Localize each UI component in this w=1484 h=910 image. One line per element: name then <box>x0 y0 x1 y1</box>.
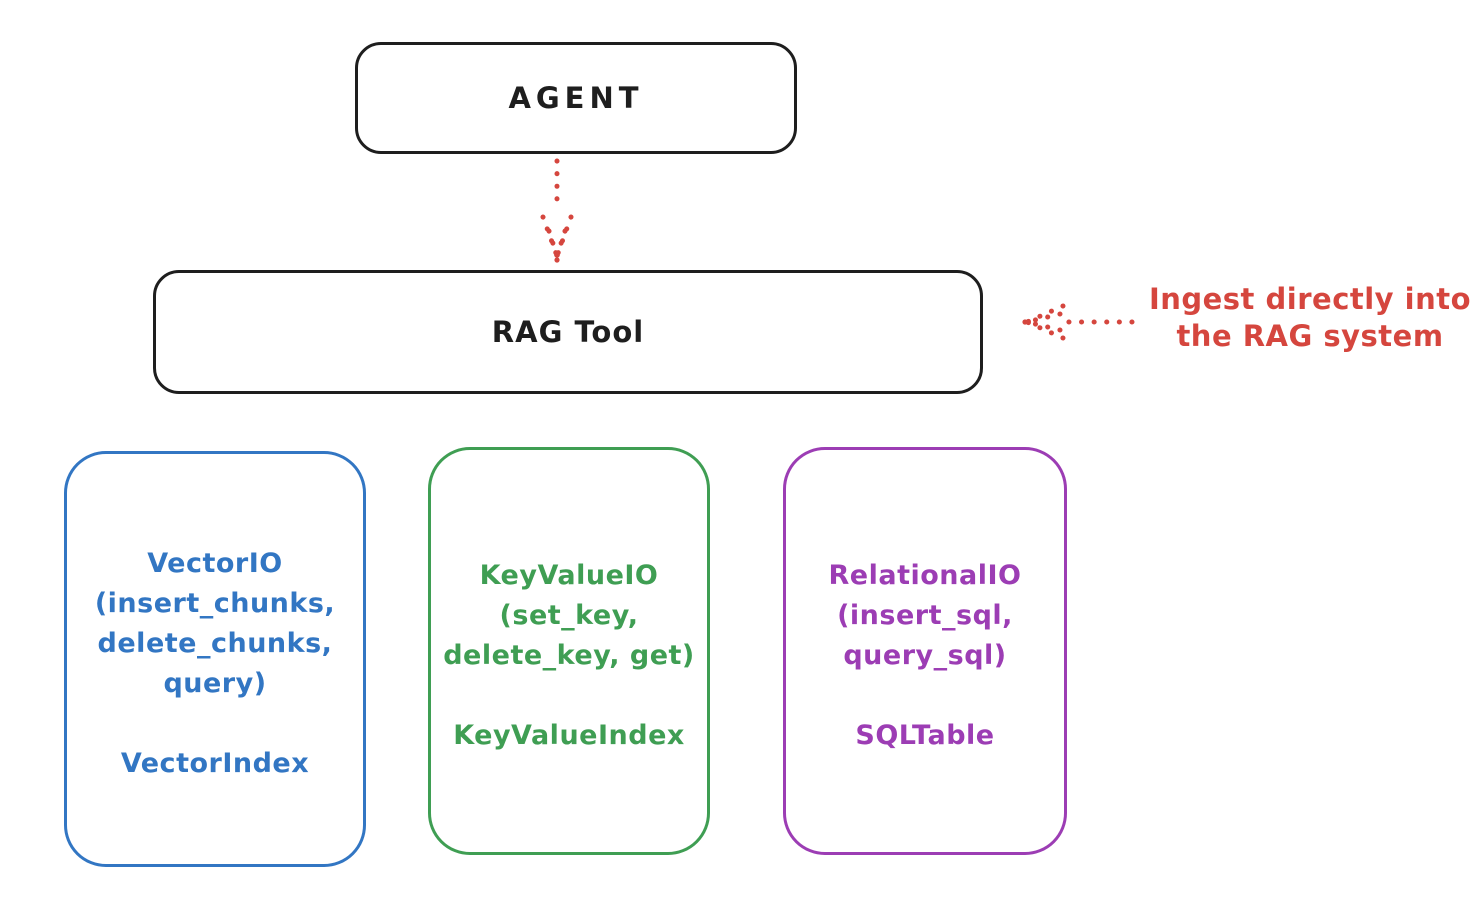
keyvalue-io-methods-line1: (set_key, <box>499 600 639 631</box>
vector-io-methods-line1: (insert_chunks, <box>94 588 336 619</box>
rag-tool-label: RAG Tool <box>491 315 645 349</box>
vector-io-methods-line2: delete_chunks, <box>97 628 333 659</box>
relational-io-card: RelationalIO (insert_sql, query_sql) SQL… <box>783 447 1067 855</box>
sql-table-label: SQLTable <box>855 720 995 751</box>
ingest-annotation-line2: the RAG system <box>1176 319 1444 353</box>
ingest-annotation: Ingest directly into the RAG system <box>1142 281 1478 355</box>
ingest-annotation-line1: Ingest directly into <box>1148 282 1472 316</box>
rag-tool-node: RAG Tool <box>153 270 983 394</box>
keyvalue-io-methods-line2: delete_key, get) <box>443 640 695 671</box>
agent-to-ragtool-arrow-icon <box>540 158 574 263</box>
keyvalue-io-card: KeyValueIO (set_key, delete_key, get) Ke… <box>428 447 710 855</box>
vector-io-methods-line3: query) <box>163 668 267 699</box>
relational-io-methods-line1: (insert_sql, <box>837 600 1013 631</box>
agent-label: AGENT <box>508 81 644 115</box>
agent-node: AGENT <box>355 42 797 154</box>
vector-io-title: VectorIO <box>147 548 283 579</box>
vector-index-label: VectorIndex <box>120 748 310 779</box>
keyvalue-io-title: KeyValueIO <box>479 560 659 591</box>
relational-io-methods-line2: query_sql) <box>843 640 1007 671</box>
vector-io-card: VectorIO (insert_chunks, delete_chunks, … <box>64 451 366 867</box>
ingest-arrow-icon <box>1022 303 1135 341</box>
relational-io-title: RelationalIO <box>828 560 1022 591</box>
keyvalue-index-label: KeyValueIndex <box>453 720 685 751</box>
